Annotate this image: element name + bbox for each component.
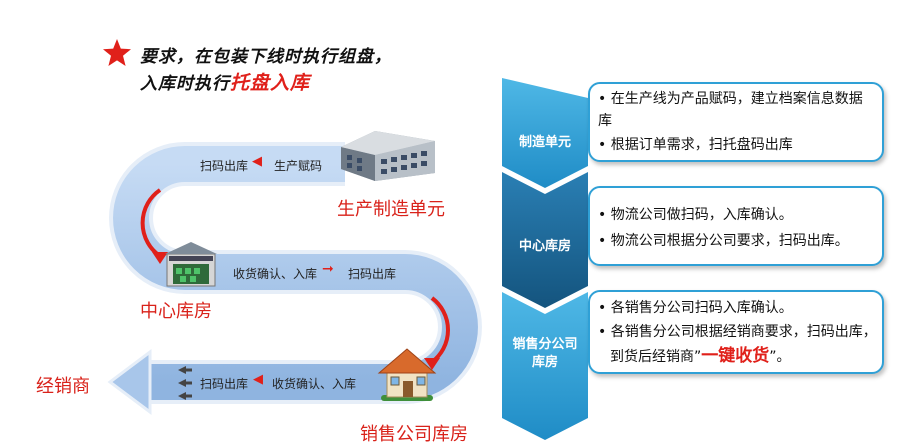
panel-item: • 各销售分公司根据经销商要求，扫码出库， — [598, 324, 877, 340]
warehouse-icon — [165, 242, 217, 287]
right-arrow-icon: ➞ — [322, 261, 334, 277]
place-dealer: 经销商 — [36, 376, 90, 397]
one-click-receipt: 一键收货 — [701, 346, 770, 366]
flow-row1-right: 生产赋码 — [274, 159, 323, 173]
flow-row2-right: 扫码出库 — [348, 267, 397, 281]
place-sales: 销售公司库房 — [360, 424, 468, 445]
panel-item: • 在生产线为产品赋码，建立档案信息数据库 — [598, 91, 863, 129]
panel-manufacturing: • 在生产线为产品赋码，建立档案信息数据库 • 根据订单需求，扫托盘码出库 — [588, 82, 884, 162]
note-line2: 入库时执行托盘入库 — [140, 68, 310, 95]
flow-row1-left: 扫码出库 — [200, 159, 249, 173]
note-line2-prefix: 入库时执行 — [140, 74, 230, 94]
flow-path — [107, 142, 482, 415]
house-icon — [377, 348, 437, 401]
chevron-label-sales: 销售分公司 库房 — [502, 336, 588, 372]
panel-sales: • 各销售分公司扫码入库确认。 • 各销售分公司根据经销商要求，扫码出库， 到货… — [588, 290, 884, 374]
panel-item-3-prefix: 到货后经销商” — [610, 349, 702, 365]
left-arrow-icon: ◀ — [253, 372, 263, 387]
chevron-label-sales-line1: 销售分公司 — [512, 337, 578, 352]
chevron-sales — [502, 292, 588, 440]
chevron-central — [502, 172, 588, 308]
factory-building-icon — [341, 131, 435, 181]
panel-item-3: 到货后经销商”一键收货”。 — [598, 344, 876, 369]
flow-row2-left: 收货确认、入库 — [233, 267, 318, 281]
chevron-column — [502, 78, 588, 440]
chevron-label-central: 中心库房 — [518, 239, 571, 254]
panel-central: • 物流公司做扫码，入库确认。 • 物流公司根据分公司要求，扫码出库。 — [588, 186, 884, 266]
note-line1: 要求，在包装下线时执行组盘， — [140, 47, 392, 67]
note-emphasis: 托盘入库 — [230, 72, 311, 94]
flow-row3-right: 收货确认、入库 — [272, 377, 357, 391]
chevron-manufacturing — [502, 78, 588, 188]
panel-item: • 根据订单需求，扫托盘码出库 — [598, 137, 793, 153]
red-star-icon — [103, 39, 131, 66]
place-factory: 生产制造单元 — [337, 199, 445, 220]
panel-item: • 物流公司做扫码，入库确认。 — [598, 207, 793, 223]
panel-item: • 物流公司根据分公司要求，扫码出库。 — [598, 233, 849, 249]
panel-item: • 各销售分公司扫码入库确认。 — [598, 300, 793, 316]
place-central: 中心库房 — [140, 301, 212, 322]
chevron-label-manufacturing: 制造单元 — [518, 135, 571, 150]
flow-band — [113, 146, 478, 400]
flow-row3-left: 扫码出库 — [200, 377, 249, 391]
panel-item-3-suffix: ”。 — [769, 349, 791, 365]
chevron-label-sales-line2: 库房 — [531, 355, 558, 370]
left-arrow-icon: ◀ — [252, 154, 262, 169]
flow-arrowhead — [107, 349, 152, 415]
